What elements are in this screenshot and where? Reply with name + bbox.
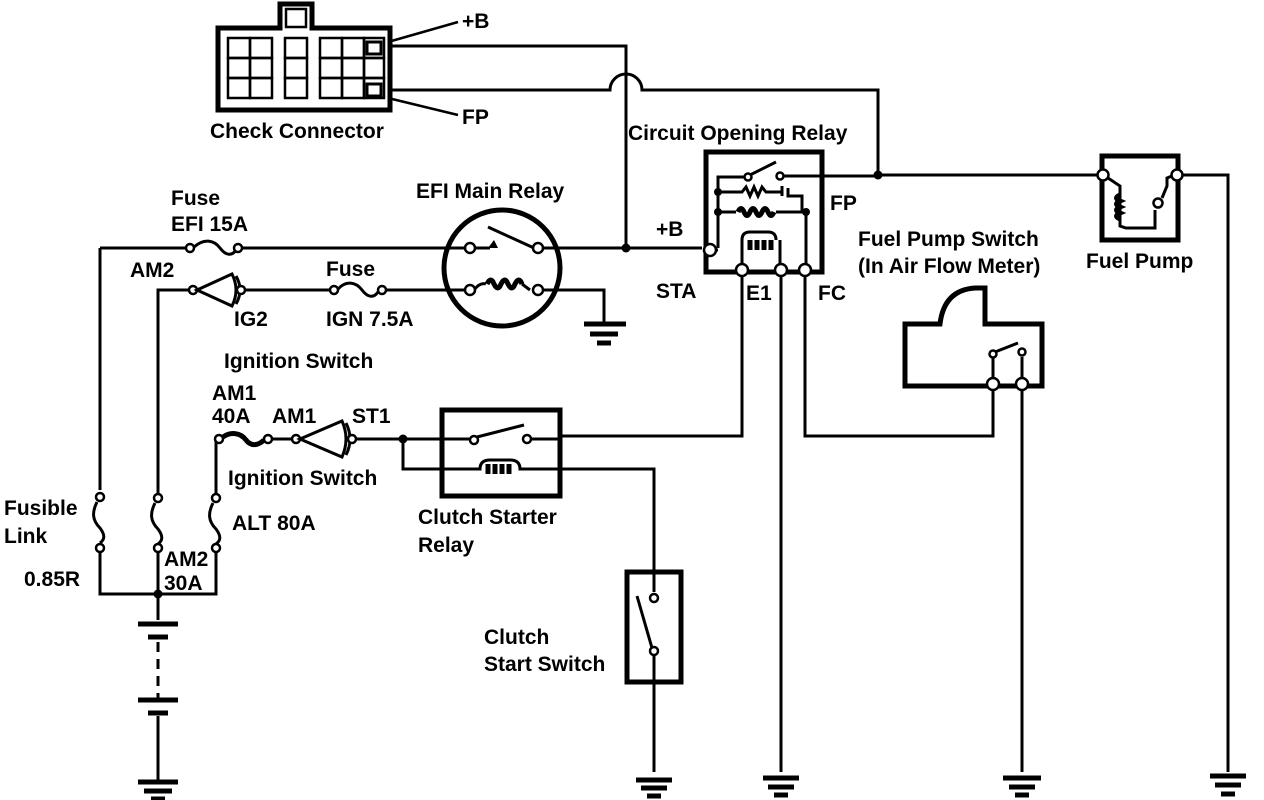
- clutch-starter-relay: Clutch Starter Relay: [418, 407, 563, 557]
- efi-relay-coil: [484, 277, 525, 291]
- wire-check-plus-b: [388, 44, 628, 248]
- cor-terminal-plus-b: [702, 242, 718, 258]
- fuel-pump-switch-label-1: Fuel Pump Switch: [858, 228, 1039, 251]
- battery: [138, 621, 178, 716]
- check-connector: Check Connector +B FP: [210, 1, 489, 143]
- efi-main-relay: EFI Main Relay: [416, 180, 565, 329]
- clutch-starter-relay-label-1: Clutch Starter: [418, 506, 557, 529]
- clutch-start-switch-body: [624, 569, 684, 685]
- clutch-start-switch-label-2: Start Switch: [484, 653, 605, 676]
- fuel-pump-switch: Fuel Pump Switch (In Air Flow Meter): [858, 228, 1045, 392]
- efi-relay-contact-arm: [487, 225, 535, 250]
- clutch-start-switch: Clutch Start Switch: [484, 569, 684, 685]
- ignition-am2-label: AM2: [130, 259, 174, 282]
- cor-fc-label: FC: [818, 282, 846, 305]
- cor-terminal-e1: [773, 262, 789, 278]
- fusible-link-label-1: Fusible: [4, 497, 78, 520]
- ignition-switch-upper-label: Ignition Switch: [224, 350, 373, 373]
- fuse-am1-label-2: 40A: [212, 405, 251, 428]
- fuse-am1-label-1: AM1: [212, 382, 257, 405]
- check-connector-pin-plus-b-label: +B: [462, 10, 489, 33]
- fusible-link-am2-label-2: 30A: [164, 572, 203, 595]
- fuse-efi-15a: Fuse EFI 15A: [171, 187, 248, 256]
- fusible-link-am2-label-1: AM2: [164, 548, 208, 571]
- connector-key: [284, 7, 308, 29]
- cor-sta-label: STA: [656, 280, 696, 303]
- ignition-switch-am1-st1: AM1 ST1 Ignition Switch: [228, 405, 391, 490]
- wire-am2: [156, 288, 188, 498]
- fuse-ign-label-1: Fuse: [326, 258, 375, 281]
- fuse-ign-7-5a: Fuse IGN 7.5A: [326, 258, 414, 331]
- cor-coil-1: [735, 206, 777, 218]
- fuel-pump-label: Fuel Pump: [1086, 250, 1193, 273]
- cor-e1-label: E1: [746, 282, 772, 305]
- fuel-pump: Fuel Pump: [1086, 153, 1193, 273]
- fuel-pump-switch-label-2: (In Air Flow Meter): [858, 255, 1040, 278]
- wire-st1-coil: [401, 439, 476, 471]
- cor-body: [703, 149, 825, 275]
- cor-terminal-sta: [734, 262, 750, 278]
- efi-main-relay-body: [441, 207, 563, 329]
- ignition-ig2-label: IG2: [234, 308, 268, 331]
- fuel-pump-switch-body: [902, 285, 1045, 389]
- wire-fc: [803, 276, 995, 438]
- fusible-link-alt-80a: [208, 492, 222, 554]
- fuel-pump-body: [1099, 153, 1181, 243]
- ground-fuel-pump: [1210, 773, 1246, 797]
- check-connector-body: [215, 1, 393, 113]
- cor-terminal-fc: [797, 262, 813, 278]
- pin-plus-b: [365, 40, 383, 56]
- cor-plus-b-label: +B: [656, 218, 683, 241]
- ignition-am1-label: AM1: [272, 405, 317, 428]
- fuse-efi-label-1: Fuse: [171, 187, 220, 210]
- wire-relay-coil-to-clutch-switch: [560, 467, 656, 592]
- check-connector-label: Check Connector: [210, 120, 384, 143]
- circuit-opening-relay: Circuit Opening Relay FP STA E1 FC: [628, 122, 883, 305]
- pin-fp: [365, 82, 383, 98]
- junction: [621, 243, 631, 253]
- cor-coil-2: [747, 240, 774, 250]
- efi-main-relay-label: EFI Main Relay: [416, 180, 565, 203]
- fusible-link-0-85r-label: 0.85R: [24, 568, 80, 591]
- wire-pump-ground: [1182, 173, 1230, 772]
- ignition-st1-label: ST1: [352, 405, 391, 428]
- wire-relay-ground: [543, 288, 606, 322]
- check-connector-pin-fp-label: FP: [462, 106, 489, 129]
- ground-fuel-pump-switch: [1003, 775, 1041, 798]
- ignition-switch-am2-ig2: AM2 IG2: [130, 259, 268, 331]
- clutch-start-switch-label-1: Clutch: [484, 626, 549, 649]
- clutch-starter-relay-label-2: Relay: [418, 534, 474, 557]
- fuse-ign-label-2: IGN 7.5A: [326, 308, 414, 331]
- clutch-relay-coil: [485, 464, 512, 474]
- wire-sta: [562, 276, 744, 438]
- ignition-switch-lower-label: Ignition Switch: [228, 467, 377, 490]
- fusible-link-0-85r: [92, 491, 106, 554]
- ground-clutch-switch: [636, 777, 672, 799]
- fusible-link-am2-30a: [150, 492, 164, 554]
- wire-check-fp: [388, 72, 880, 175]
- junction: [153, 589, 163, 599]
- ground-battery: [138, 779, 178, 800]
- fusible-link-label-2: Link: [4, 525, 47, 548]
- circuit-opening-relay-label: Circuit Opening Relay: [628, 122, 848, 145]
- clutch-starter-relay-body: [439, 407, 563, 499]
- ground-efi-relay: [584, 321, 626, 346]
- ground-e1: [763, 775, 799, 798]
- leader-plus-b: [387, 20, 459, 44]
- clutch-relay-contact-arm: [476, 423, 525, 439]
- fuel-pump-switch-contact: [994, 341, 1019, 354]
- cor-fp-label: FP: [830, 192, 857, 215]
- fuse-efi-label-2: EFI 15A: [171, 213, 248, 236]
- fuel-pump-motor-coil: [1114, 192, 1127, 222]
- leader-fp: [387, 96, 459, 117]
- connector-cavities: [226, 36, 386, 100]
- clutch-switch-contact-arm: [635, 595, 654, 649]
- fusible-link-alt-label: ALT 80A: [232, 512, 316, 535]
- fuse-am1-40a: AM1 40A: [212, 382, 274, 448]
